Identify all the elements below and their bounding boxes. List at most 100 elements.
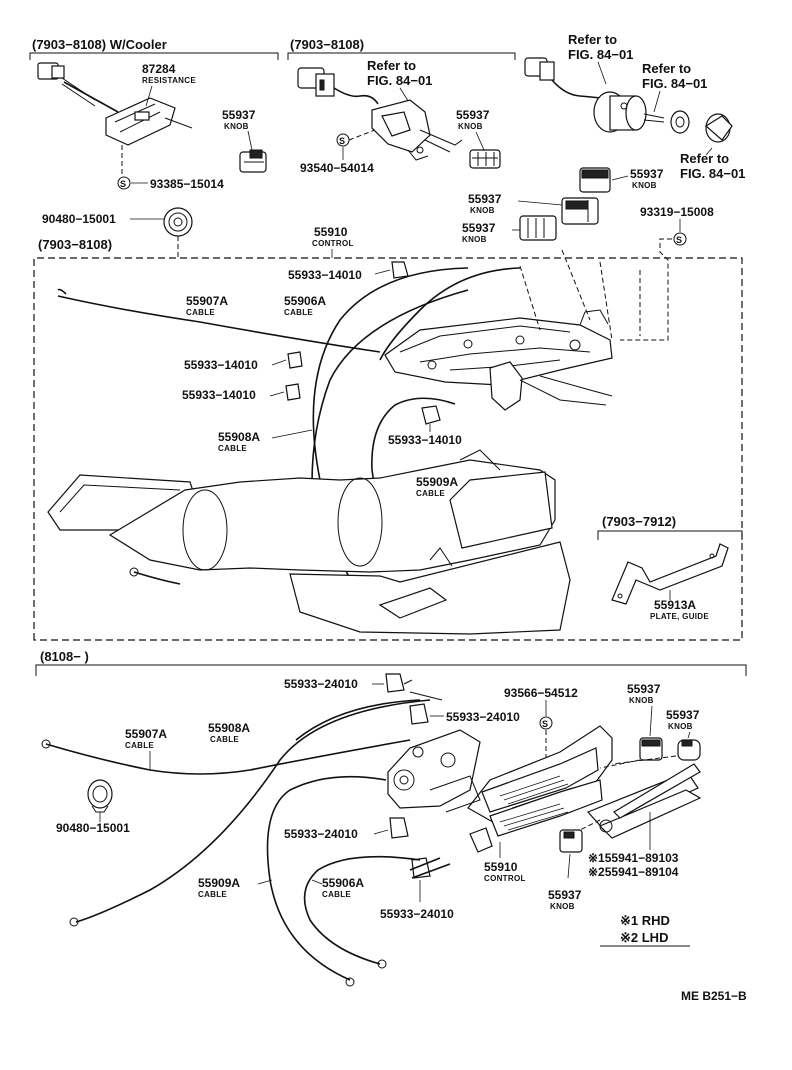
part-number-clip-t1: 55933−14010 (288, 268, 362, 282)
svg-text:S: S (339, 136, 345, 146)
part-number-knob-tm: 55937 (456, 108, 490, 122)
section-header-control-box: (7903−8108) (38, 237, 112, 252)
knob-icon (519, 215, 557, 241)
heater-unit-icon (47, 449, 571, 635)
refer-mid-1: Refer to (367, 58, 416, 73)
grommet-icon (87, 779, 113, 813)
part-number-clip-b3: 55933−24010 (284, 827, 358, 841)
screw-93566: 93566−54512 S (504, 686, 578, 758)
part-desc-cable-907a-bot: CABLE (125, 741, 154, 750)
nut-icon (670, 110, 690, 134)
switch-section: (7903−8108) Refer to FIG. 84−01 55937 KN… (287, 37, 516, 175)
control-box-section: (7903−8108) 55910 CONTROL (33, 225, 743, 641)
knob-icon (559, 829, 583, 853)
part-number-clip-t4: 55933−14010 (388, 433, 462, 447)
part-number-knob-tl: 55937 (222, 108, 256, 122)
part-number-cable-909a-top: 55909A (416, 475, 458, 489)
part-desc-control-bot: CONTROL (484, 874, 526, 883)
svg-text:S: S (120, 179, 126, 189)
cable-55909a-bot-line (266, 775, 387, 981)
part-desc-knob-b1: KNOB (629, 696, 654, 705)
part-number-control-bot: 55910 (484, 860, 518, 874)
part-number-93566: 93566−54512 (504, 686, 578, 700)
grommet-top: 90480−15001 (42, 207, 193, 260)
knob-icon (677, 739, 701, 761)
part-number-cable-908a-bot: 55908A (208, 721, 250, 735)
cable-55906a-bot-line (303, 855, 421, 965)
refer-mid-2: FIG. 84−01 (367, 73, 432, 88)
part-desc-knob-b2: KNOB (668, 722, 693, 731)
plate-guide-icon (611, 543, 729, 605)
screw-93319: 93319−15008 S (620, 205, 714, 341)
refer-right-c-1: Refer to (680, 151, 729, 166)
refer-right-c-2: FIG. 84−01 (680, 166, 745, 181)
resistance-icon (105, 97, 193, 146)
part-desc-knob-r3: KNOB (462, 235, 487, 244)
clip-icon (385, 673, 443, 701)
part-desc-cable-909a-top: CABLE (416, 489, 445, 498)
part-number-panel-rhd: ※155941−89103 (588, 851, 679, 865)
knob-group-right: 55937 KNOB 55937 KNOB 55937 KNOB 93319−1… (462, 167, 714, 341)
part-desc-knob-tr: KNOB (632, 181, 657, 190)
part-number-cable-909a-bot: 55909A (198, 876, 240, 890)
legend-rhd: ※1 RHD (620, 913, 670, 928)
part-desc-cable-906a-top: CABLE (284, 308, 313, 317)
knob-icon (704, 113, 733, 143)
clip-icon (285, 383, 301, 401)
part-desc-cable-908a-bot: CABLE (210, 735, 239, 744)
section-header-mid: (7903−8108) (290, 37, 364, 52)
part-number-knob-b2: 55937 (666, 708, 700, 722)
part-number-90480-bot: 90480−15001 (56, 821, 130, 835)
clip-icon (389, 817, 409, 839)
part-number-knob-b1: 55937 (627, 682, 661, 696)
section-header-cooler: (7903−8108) W/Cooler (32, 37, 167, 52)
part-number-knob-tr: 55937 (630, 167, 664, 181)
knob-icon (639, 737, 663, 761)
refer-right-a-2: FIG. 84−01 (568, 47, 633, 62)
clip-icon (421, 405, 441, 425)
screw-93540: S 93540−54014 (300, 129, 376, 175)
knob-icon (561, 197, 599, 225)
part-number-clip-t2: 55933−14010 (184, 358, 258, 372)
resistance-section: (7903−8108) W/Cooler 87284 RESISTANCE S … (29, 37, 279, 191)
section-bracket-mid (287, 52, 516, 60)
lower-section: (8108− ) 55910 CONTROL (35, 649, 747, 1003)
part-desc-cable-909a-bot: CABLE (198, 890, 227, 899)
part-desc-resistance: RESISTANCE (142, 76, 196, 85)
part-number-knob-b3: 55937 (548, 888, 582, 902)
control-assembly-icon (387, 725, 613, 853)
knob-icon (469, 149, 501, 169)
part-desc-plate-guide: PLATE, GUIDE (650, 612, 709, 621)
figure-code: ME B251−B (681, 989, 747, 1003)
part-number-control-top: 55910 (314, 225, 348, 239)
svg-text:S: S (676, 235, 682, 245)
part-number-87284: 87284 (142, 62, 176, 76)
switch-icon (371, 99, 463, 161)
section-bracket (29, 52, 279, 60)
clip-icon (287, 351, 303, 369)
part-number-cable-907a-bot: 55907A (125, 727, 167, 741)
part-number-93540: 93540−54014 (300, 161, 374, 175)
screw-93385: S 93385−15014 (117, 145, 224, 191)
cable-55907a-bot-line (45, 739, 411, 775)
part-desc-knob-b3: KNOB (550, 902, 575, 911)
part-number-93385: 93385−15014 (150, 177, 224, 191)
grommet-icon (163, 207, 193, 260)
knob-icon (579, 167, 611, 193)
control-unit-icon (384, 309, 613, 411)
part-number-clip-b4: 55933−24010 (380, 907, 454, 921)
part-desc-control-top: CONTROL (312, 239, 354, 248)
legend-lhd: ※2 LHD (620, 930, 668, 945)
clip-icon (391, 261, 409, 279)
cable-55908a-bot-line (75, 699, 431, 923)
part-desc-knob-tm: KNOB (458, 122, 483, 131)
section-header-lower: (8108− ) (40, 649, 89, 664)
part-desc-knob-r2: KNOB (470, 206, 495, 215)
part-number-55913a: 55913A (654, 598, 696, 612)
part-desc-cable-907a-top: CABLE (186, 308, 215, 317)
part-number-knob-r3: 55937 (462, 221, 496, 235)
part-number-knob-r2: 55937 (468, 192, 502, 206)
part-number-93319: 93319−15008 (640, 205, 714, 219)
refer-right-b-1: Refer to (642, 61, 691, 76)
